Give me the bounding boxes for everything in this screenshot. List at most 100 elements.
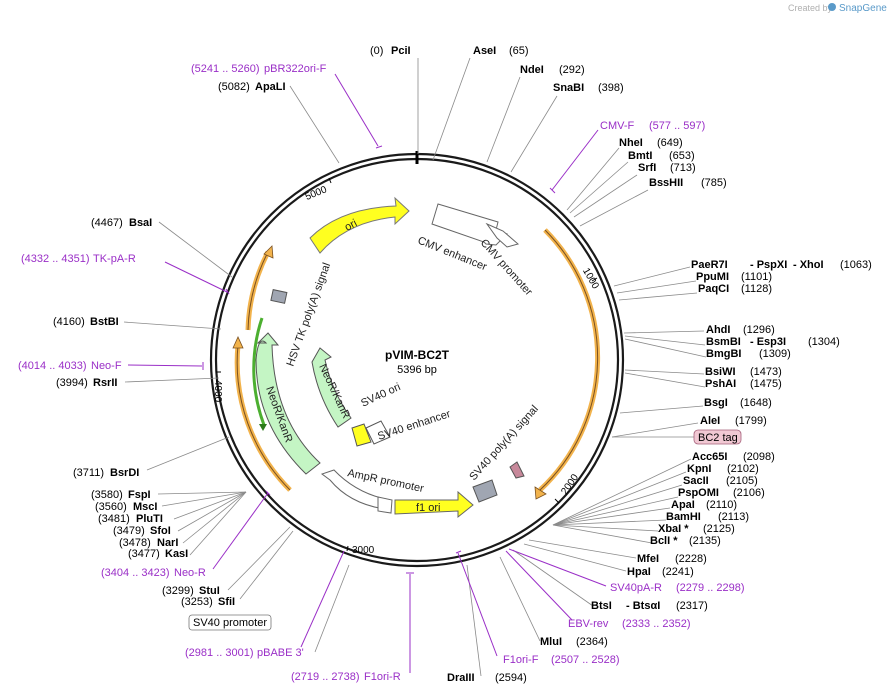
tk-pa-r-label[interactable]: TK-pA-R [93,253,136,265]
mfei-pos: (2228) [675,553,707,565]
primer-leader-lines [127,73,607,673]
paqci-pos: (1128) [741,283,772,295]
cmv-f-label[interactable]: CMV-F [600,120,635,132]
srfi-label[interactable]: SrfI [638,162,656,174]
msci-label[interactable]: MscI [133,501,157,513]
btsi-label[interactable]: BtsI [591,600,612,612]
orange-arc-left-upper-arrow [263,245,274,259]
stui-label[interactable]: StuI [199,585,220,597]
neor-kanr-outer-feature[interactable] [255,332,321,475]
ebv-rev-pos: (2333 .. 2352) [622,618,691,630]
bmti-label[interactable]: BmtI [628,150,652,162]
f1-ori-feature[interactable] [394,490,474,519]
bc2-tag-badge[interactable] [693,429,742,445]
fspi-label[interactable]: FspI [128,489,151,501]
pspxi-label[interactable]: - PspXI [750,259,787,271]
neor-kanr-inner-feature[interactable] [311,347,352,428]
sv40-enhancer-feature[interactable] [365,420,391,445]
f1ori-r-label[interactable]: F1ori-R [364,671,401,683]
neo-r-label[interactable]: Neo-R [174,567,206,579]
leader-lines [123,57,707,677]
bmgbi-label[interactable]: BmgBI [706,348,741,360]
ebv-rev-label[interactable]: EBV-rev [568,618,609,630]
kasi-label[interactable]: KasI [165,548,188,560]
sv40-polya-label: SV40 poly(A) signal [467,403,541,483]
sfoi-label[interactable]: SfoI [150,525,171,537]
snabi-label[interactable]: SnaBI [553,82,584,94]
pspomi-label[interactable]: PspOMI [678,487,719,499]
asei-pos: (65) [509,45,529,57]
orange-arc-left-upper [245,250,271,331]
xbai-label[interactable]: XbaI * [658,523,689,535]
sv40pa-r-label[interactable]: SV40pA-R [610,582,662,594]
xhoi-label[interactable]: - XhoI [793,259,824,271]
apali-pos: (5082) [218,81,250,93]
bsiwi-label[interactable]: BsiWI [705,366,736,378]
pspomi-pos: (2106) [733,487,765,499]
neo-r-pos: (3404 .. 3423) [101,567,170,579]
nari-label[interactable]: NarI [157,537,178,549]
hpai-label[interactable]: HpaI [627,566,651,578]
bc2-tag-feature[interactable] [509,461,525,479]
xbai-pos: (2125) [703,523,735,535]
sv40-promoter-badge[interactable] [188,614,272,631]
sfii-label[interactable]: SfiI [218,596,235,608]
ori-feature[interactable] [309,196,410,254]
sacii-label[interactable]: SacII [683,475,709,487]
sv40-promoter-label: SV40 promoter [193,617,267,629]
green-primer-arrow [259,424,267,431]
draiii-label[interactable]: DraIII [447,672,475,684]
rsrii-label[interactable]: RsrII [93,377,117,389]
snabi-pos: (398) [598,82,624,94]
cmv-enhancer-feature[interactable] [431,203,508,246]
credit-text: Created by [788,3,833,13]
f1ori-f-label[interactable]: F1ori-F [503,654,539,666]
bcli-label[interactable]: BclI * [650,535,678,547]
plasmid-length: 5396 bp [397,364,437,376]
pshai-label[interactable]: PshAI [705,378,736,390]
sv40-ori-label: SV40 ori [359,381,402,410]
mfei-label[interactable]: MfeI [637,553,659,565]
nhei-label[interactable]: NheI [619,137,643,149]
bamhi-label[interactable]: BamHI [666,511,701,523]
pbabe3-label[interactable]: pBABE 3' [257,647,304,659]
bsgi-label[interactable]: BsgI [704,397,728,409]
apali-label[interactable]: ApaLI [255,81,286,93]
sv40-polya-feature[interactable] [472,479,498,503]
neo-f-label[interactable]: Neo-F [91,360,122,372]
ppumi-label[interactable]: PpuMI [696,271,729,283]
orange-arc-left-lower-core [236,344,291,491]
pbr322ori-f-label[interactable]: pBR322ori-F [264,63,327,75]
ahdi-label[interactable]: AhdI [706,324,730,336]
paqci-label[interactable]: PaqCI [698,283,729,295]
f1ori-r-pos: (2719 .. 2738) [291,671,360,683]
backbone-ticks [216,177,598,552]
pluti-label[interactable]: PluTI [136,513,163,525]
paer7i-label[interactable]: PaeR7I [691,259,728,271]
cmv-promoter-feature[interactable] [485,222,520,248]
tick-2000: 2000 [559,472,581,497]
asei-label[interactable]: AseI [473,45,496,57]
btsai-label[interactable]: - BtsαI [626,600,660,612]
alei-label[interactable]: AleI [700,415,720,427]
ampr-small-feature[interactable] [377,496,393,514]
tick-4000: 4000 [212,380,223,403]
pluti-pos: (3481) [98,513,130,525]
sv40-ori-feature[interactable] [351,423,372,447]
apai-label[interactable]: ApaI [671,499,695,511]
bmti-pos: (653) [669,150,695,162]
bsrdi-label[interactable]: BsrDI [110,467,139,479]
mlui-label[interactable]: MluI [540,636,562,648]
bsgi-pos: (1648) [740,397,772,409]
acc65i-label[interactable]: Acc65I [692,451,727,463]
bstbi-label[interactable]: BstBI [90,316,119,328]
pcii-label[interactable]: PciI [391,45,411,57]
esp3i-label[interactable]: - Esp3I [750,336,786,348]
sfii-pos: (3253) [181,596,213,608]
bsmbi-label[interactable]: BsmBI [706,336,741,348]
kpni-label[interactable]: KpnI [687,463,711,475]
ndei-label[interactable]: NdeI [520,64,544,76]
hsv-tk-polya-feature[interactable] [270,289,288,304]
bsshii-label[interactable]: BssHII [649,177,683,189]
bsai-label[interactable]: BsaI [129,217,152,229]
